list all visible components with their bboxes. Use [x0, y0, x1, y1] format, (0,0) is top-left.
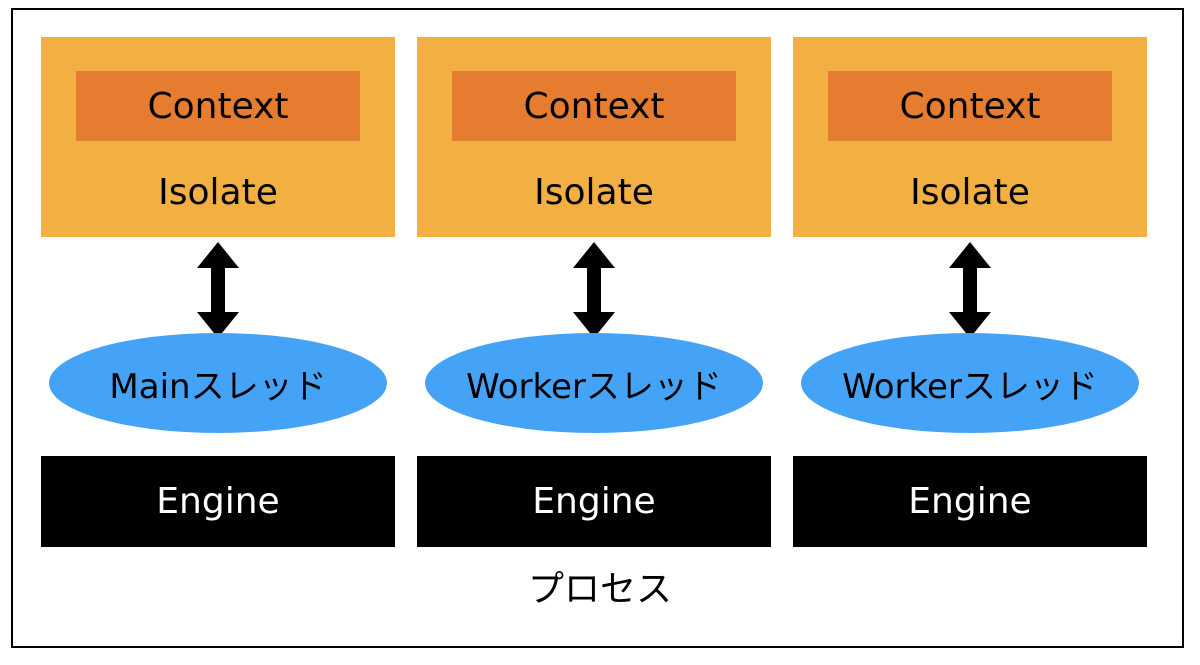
isolate-label: Isolate	[534, 172, 654, 213]
isolate-label: Isolate	[158, 172, 278, 213]
isolate-box: Context Isolate	[793, 37, 1147, 237]
engine-box: Engine	[417, 456, 771, 547]
engine-box: Engine	[793, 456, 1147, 547]
process-label: プロセス	[527, 569, 672, 610]
context-box: Context	[828, 71, 1112, 141]
thread-ellipse: Workerスレッド	[425, 333, 763, 433]
thread-ellipse: Mainスレッド	[49, 333, 387, 433]
isolate-box: Context Isolate	[41, 37, 395, 237]
context-box: Context	[76, 71, 360, 141]
double-arrow-icon	[197, 242, 239, 338]
thread-ellipse: Workerスレッド	[801, 333, 1139, 433]
context-box: Context	[452, 71, 736, 141]
double-arrow-icon	[949, 242, 991, 338]
double-arrow-icon	[573, 242, 615, 338]
isolate-box: Context Isolate	[417, 37, 771, 237]
engine-box: Engine	[41, 456, 395, 547]
isolate-label: Isolate	[910, 172, 1030, 213]
